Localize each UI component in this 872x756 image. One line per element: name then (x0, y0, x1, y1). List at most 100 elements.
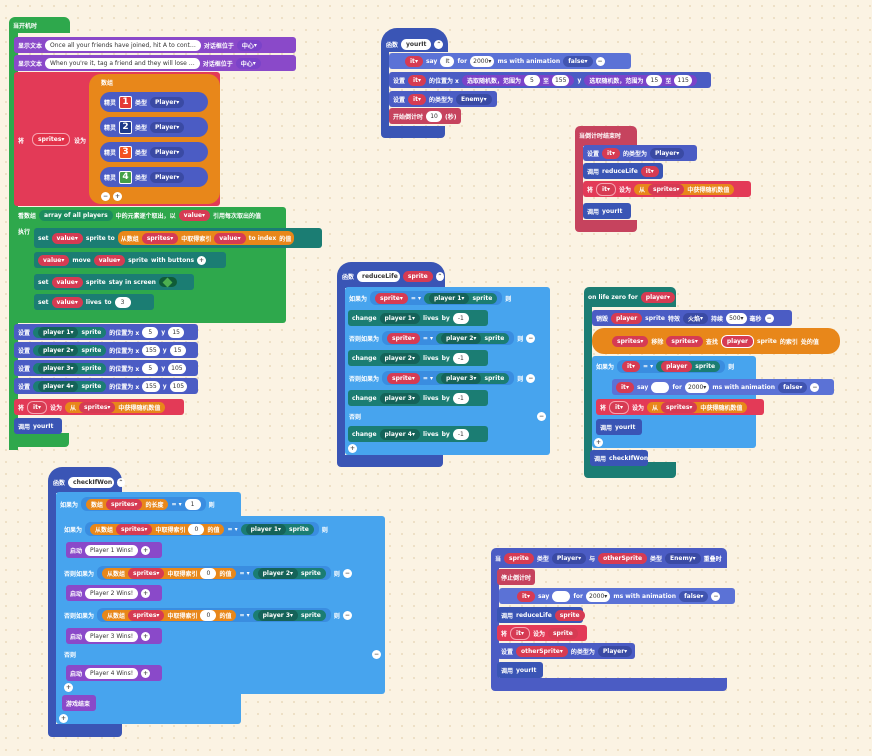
sprite-item-2[interactable]: 精灵 2 类型 Player (100, 117, 208, 137)
set-kind-enemy-block[interactable]: 设置 it 的类型为 Enemy (389, 91, 497, 107)
add-icon[interactable]: + (64, 683, 73, 692)
sprite-image-icon[interactable]: 4 (119, 170, 133, 184)
player-sprite-ref[interactable]: player 2 sprite (252, 567, 326, 579)
say-it-block-2[interactable]: it say for 2000 ms with animation false … (612, 379, 834, 395)
call-reducelife-block[interactable]: 调用 reduceLife it (583, 163, 663, 179)
compare-sprite[interactable]: sprite = player 2 sprite (382, 331, 515, 345)
set-it-random-block[interactable]: 将 it 设为 从 sprites 中获得随机数值 (14, 399, 184, 415)
sprite-kind-dropdown[interactable]: Player (150, 121, 185, 133)
minus-icon[interactable]: − (342, 568, 352, 578)
destroy-sprite-block[interactable]: 销毁 player sprite 特效 火焰 持续 500 毫秒 − (592, 310, 792, 326)
call-yourit-block-2[interactable]: 调用 yourIt (583, 203, 631, 219)
array-remove-item-icon[interactable]: − (101, 192, 110, 201)
splash-sp1[interactable]: 启动 Player 1 Wins! + (66, 542, 162, 558)
player-sprite-ref[interactable]: player 4 sprite (33, 380, 107, 392)
minus-icon[interactable]: − (711, 591, 721, 601)
say-it-block[interactable]: it say It for 2000 ms with animation fal… (389, 53, 631, 69)
set-position-player-2[interactable]: 设置 player 2 sprite 的位置为 x 155 y 15 (14, 342, 198, 358)
set-sprite-to-index-block[interactable]: set value sprite to 从数组 sprites 中取得索引 va… (34, 228, 322, 248)
compare-it-player[interactable]: it = player sprite (617, 359, 726, 373)
minus-icon[interactable]: − (526, 333, 536, 343)
player-sprite-ref[interactable]: player 2 sprite (33, 344, 107, 356)
sprites-variable-dropdown[interactable]: sprites (32, 133, 71, 146)
player-sprite-ref[interactable]: player 1 sprite (240, 523, 314, 535)
change-lives-ch2[interactable]: change player 2 lives by -1 (348, 350, 488, 366)
on-start-hat[interactable]: 当开机时 (9, 17, 70, 33)
sprite-image-icon[interactable]: 1 (119, 95, 133, 109)
show-text-string[interactable]: Once all your friends have joined, hit A… (45, 39, 201, 51)
player-sprite-ref[interactable]: player 3 sprite (436, 372, 510, 384)
show-text-string[interactable]: When you're it, tag a friend and they wi… (45, 57, 200, 69)
sprite-image-icon[interactable]: 3 (119, 145, 133, 159)
array-get-value[interactable]: 从数组 sprites 中取得索引 value to index 的值 (117, 231, 295, 245)
set-position-player-4[interactable]: 设置 player 4 sprite 的位置为 x 155 y 105 (14, 378, 198, 394)
minus-icon[interactable]: − (526, 373, 536, 383)
show-text-block-2[interactable]: 显示文本 When you're it, tag a friend and th… (14, 55, 296, 71)
show-text-block-1[interactable]: 显示文本 Once all your friends have joined, … (14, 37, 296, 53)
call-yourit-block-3[interactable]: 调用 yourIt (596, 419, 642, 435)
compare-winner[interactable]: 从数组 sprites 中取得索引 0 的值 = player 2 sprite (97, 566, 331, 580)
splash-sp3[interactable]: 启动 Player 3 Wins! + (66, 628, 162, 644)
minus-icon[interactable]: − (810, 382, 820, 392)
toggle-switch[interactable] (158, 277, 177, 287)
array-get-value[interactable]: 从数组 sprites 中取得索引 0 的值 (102, 567, 237, 579)
set-kind-player-block[interactable]: 设置 it 的类型为 Player (583, 145, 697, 161)
chevron-up-icon[interactable]: ⌃ (116, 477, 125, 487)
player-sprite-ref[interactable]: player 3 sprite (252, 609, 326, 621)
value-variable[interactable]: value (178, 209, 211, 221)
add-icon[interactable]: + (348, 444, 357, 453)
random-x[interactable]: 选取随机数，范围为 5 至 155 (461, 74, 575, 86)
compare-winner[interactable]: 从数组 sprites 中取得索引 0 的值 = player 3 sprite (97, 608, 331, 622)
compare-winner[interactable]: 从数组 sprites 中取得索引 0 的值 = player 1 sprite (85, 522, 319, 536)
dialog-position-dropdown[interactable]: 中心 (236, 39, 262, 51)
start-countdown-block[interactable]: 开始倒计时 10 (秒) (389, 108, 461, 124)
array-of-all-players[interactable]: array of all players (39, 209, 113, 221)
chevron-up-icon[interactable]: ⌃ (434, 39, 444, 49)
random-from-array[interactable]: 从 sprites 中获得随机数值 (64, 401, 166, 413)
dialog-position-dropdown[interactable]: 中心 (235, 57, 261, 69)
add-icon[interactable]: + (141, 588, 151, 598)
player-sprite-ref[interactable]: player sprite (656, 360, 721, 372)
player-sprite-ref[interactable]: player 3 sprite (33, 362, 107, 374)
player-sprite-ref[interactable]: player 2 sprite (436, 332, 510, 344)
game-over-block[interactable]: 游戏结束 (62, 695, 96, 711)
array-get-value[interactable]: 从数组 sprites 中取得索引 0 的值 (102, 609, 237, 621)
add-icon[interactable]: + (141, 668, 151, 678)
call-reducelife-block-2[interactable]: 调用 reduceLife sprite (497, 607, 585, 623)
sprite-item-4[interactable]: 精灵 4 类型 Player (100, 167, 208, 187)
sprite-item-3[interactable]: 精灵 3 类型 Player (100, 142, 208, 162)
sprite-kind-dropdown[interactable]: Player (150, 171, 185, 183)
countdown-hat[interactable]: 当倒计时结束时 (575, 126, 637, 146)
minus-icon[interactable]: − (764, 313, 774, 323)
array-get-value[interactable]: 从数组 sprites 中取得索引 0 的值 (90, 523, 225, 535)
array-length[interactable]: 数组 sprites 的长度 (86, 498, 169, 510)
splash-sp2[interactable]: 启动 Player 2 Wins! + (66, 585, 162, 601)
set-position-random-block[interactable]: 设置 it 的位置为 x 选取随机数，范围为 5 至 155 y 选取随机数，范… (389, 72, 711, 88)
set-position-player-1[interactable]: 设置 player 1 sprite 的位置为 x 5 y 15 (14, 324, 198, 340)
minus-icon[interactable]: − (537, 411, 546, 421)
random-from-array[interactable]: 从 sprites 中获得随机数值 (633, 183, 735, 195)
minus-icon[interactable]: − (595, 56, 605, 66)
sprite-image-icon[interactable]: 2 (119, 120, 133, 134)
call-checkifwon-block[interactable]: 调用 checkIfWon (590, 450, 648, 466)
function-name-field[interactable]: yourIt (401, 38, 432, 50)
set-it-random-block-2[interactable]: 将 it 设为 从 sprites 中获得随机数值 (583, 181, 751, 197)
compare-sprite[interactable]: sprite = player 1 sprite (370, 291, 503, 305)
set-kind-player-block-2[interactable]: 设置 otherSprite 的类型为 Player (497, 643, 635, 659)
change-lives-ch4[interactable]: change player 4 lives by -1 (348, 426, 488, 442)
sprite-item-1[interactable]: 精灵 1 类型 Player (100, 92, 208, 112)
chevron-up-icon[interactable]: ⌃ (435, 271, 444, 281)
change-lives-ch3[interactable]: change player 3 lives by -1 (348, 390, 488, 406)
array-add-item-icon[interactable]: + (113, 192, 122, 201)
sprite-kind-dropdown[interactable]: Player (150, 96, 185, 108)
compare-length[interactable]: 数组 sprites 的长度 = 1 (81, 497, 206, 511)
player-sprite-ref[interactable]: player 1 sprite (424, 292, 498, 304)
add-icon[interactable]: + (594, 438, 603, 447)
add-icon[interactable]: + (59, 714, 68, 723)
add-icon[interactable]: + (141, 545, 151, 555)
random-from-array[interactable]: 从 sprites 中获得随机数值 (646, 401, 748, 413)
lives-number[interactable]: 3 (114, 296, 131, 308)
say-it-block-3[interactable]: it say for 2000 ms with animation false … (499, 588, 735, 604)
call-yourit-block[interactable]: 调用 yourIt (14, 418, 62, 434)
compare-sprite[interactable]: sprite = player 3 sprite (382, 371, 515, 385)
